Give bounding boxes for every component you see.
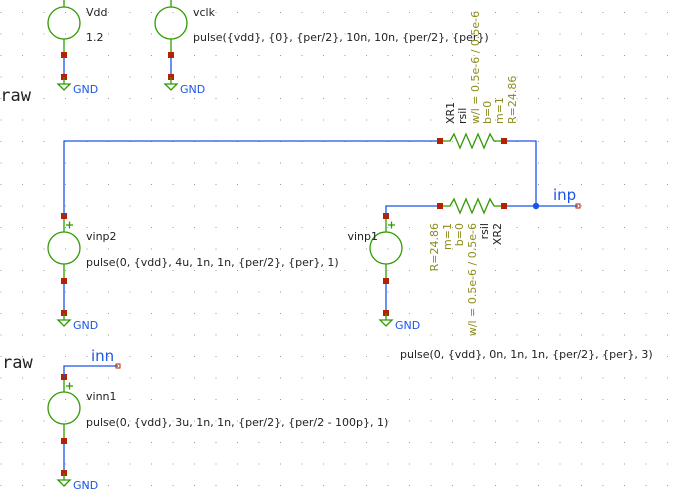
voltage-source-vclk[interactable]: GND vclk pulse({vdd}, {0}, {per/2}, 10n, 1… [154, 0, 489, 96]
junction-dot [532, 202, 540, 210]
source-name: vclk [193, 6, 216, 19]
xr1-wl: w/l = 0.5e-6 / 0.5e-6 [469, 11, 482, 124]
xr1-model: rsil [456, 108, 469, 124]
gnd-label: GND [73, 319, 98, 332]
xr2-model: rsil [478, 223, 491, 239]
grid [0, 12, 668, 486]
pin-inn-label[interactable]: inn [91, 347, 114, 365]
xr2-r: R=24.86 [428, 223, 441, 271]
gnd-label: GND [73, 83, 98, 96]
ground-icon [56, 77, 72, 91]
resistor-xr2[interactable]: XR2 rsil w/l = 0.5e-6 / 0.5e-6 b=0 m=1 R… [428, 197, 507, 336]
source-value: 1.2 [86, 31, 104, 44]
source-value: pulse(0, {vdd}, 0n, 1n, 1n, {per/2}, {pe… [400, 348, 653, 361]
plus-icon [388, 221, 395, 229]
ground-icon [56, 313, 72, 327]
source-name: vinn1 [86, 390, 117, 403]
xr1-m: m=1 [493, 97, 506, 124]
xr2-m: m=1 [441, 223, 454, 250]
voltage-source-vdd[interactable]: GND Vdd 1.2 [47, 0, 108, 96]
plus-icon [66, 221, 73, 229]
ground-icon [378, 313, 394, 327]
gnd-label: GND [395, 319, 420, 332]
pin-inp-label[interactable]: inp [553, 186, 576, 204]
ground-icon [163, 77, 179, 91]
voltage-source-vinp1[interactable]: GND vinp1 pulse(0, {vdd}, 0n, 1n, 1n, {per… [347, 213, 653, 361]
ground-icon [56, 473, 72, 487]
source-value: pulse({vdd}, {0}, {per/2}, 10n, 10n, {pe… [193, 31, 489, 44]
source-name: vinp1 [347, 230, 378, 243]
pin-inp-marker[interactable] [575, 203, 581, 209]
xr2-wl: w/l = 0.5e-6 / 0.5e-6 [466, 223, 479, 336]
voltage-source-vinn1[interactable]: GND vinn1 pulse(0, {vdd}, 3u, 1n, 1n, {per… [47, 374, 388, 492]
raw-label-2: raw [2, 353, 33, 373]
xr2-name: XR2 [491, 223, 504, 245]
gnd-label: GND [73, 479, 98, 492]
xr1-b: b=0 [481, 101, 494, 124]
gnd-label: GND [180, 83, 205, 96]
xr2-b: b=0 [453, 223, 466, 246]
raw-label-1: .raw [0, 86, 32, 106]
plus-icon [66, 382, 73, 390]
source-name: vinp2 [86, 230, 117, 243]
voltage-source-vinp2[interactable]: GND vinp2 pulse(0, {vdd}, 4u, 1n, 1n, {per… [47, 213, 339, 332]
pin-inn-marker[interactable] [115, 363, 121, 369]
source-name: Vdd [86, 6, 108, 19]
source-value: pulse(0, {vdd}, 4u, 1n, 1n, {per/2}, {pe… [86, 256, 339, 269]
xr1-name: XR1 [444, 102, 457, 124]
wires [63, 140, 578, 377]
source-value: pulse(0, {vdd}, 3u, 1n, 1n, {per/2}, {pe… [86, 416, 388, 429]
xr1-r: R=24.86 [506, 76, 519, 124]
resistor-xr1[interactable]: XR1 rsil w/l = 0.5e-6 / 0.5e-6 b=0 m=1 R… [437, 11, 519, 150]
